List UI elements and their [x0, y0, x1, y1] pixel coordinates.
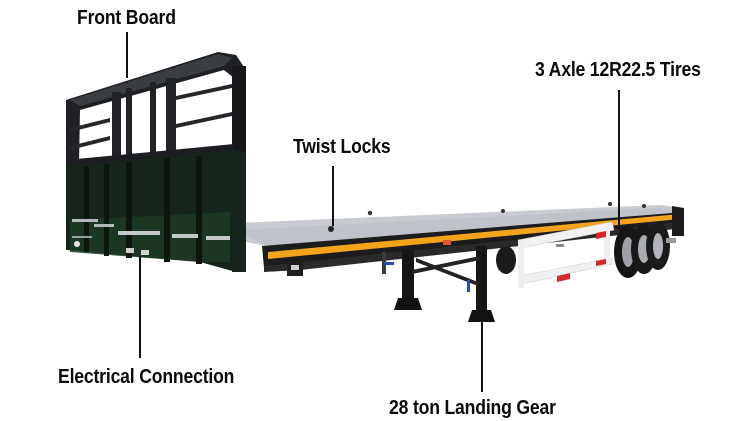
twist-locks-leader-line — [332, 166, 334, 226]
front-board-leader-line — [126, 32, 128, 78]
axle-tires-leader-line — [618, 90, 620, 230]
side-guard — [517, 221, 615, 288]
reflective-stripe — [268, 214, 680, 259]
electrical-socket — [141, 250, 149, 255]
landing-gear — [287, 240, 495, 322]
electrical-connection-leader-line — [139, 256, 141, 358]
electrical-connection-label: Electrical Connection — [58, 366, 235, 388]
twist-locks-label: Twist Locks — [293, 136, 391, 158]
electrical-socket — [126, 248, 134, 253]
axle-tires-label: 3 Axle 12R22.5 Tires — [535, 59, 701, 81]
front-board-label: Front Board — [77, 7, 176, 29]
landing-gear-leader-line — [481, 322, 483, 392]
tires — [496, 222, 676, 278]
landing-gear-label: 28 ton Landing Gear — [389, 397, 556, 419]
front-board-frame — [66, 52, 246, 272]
